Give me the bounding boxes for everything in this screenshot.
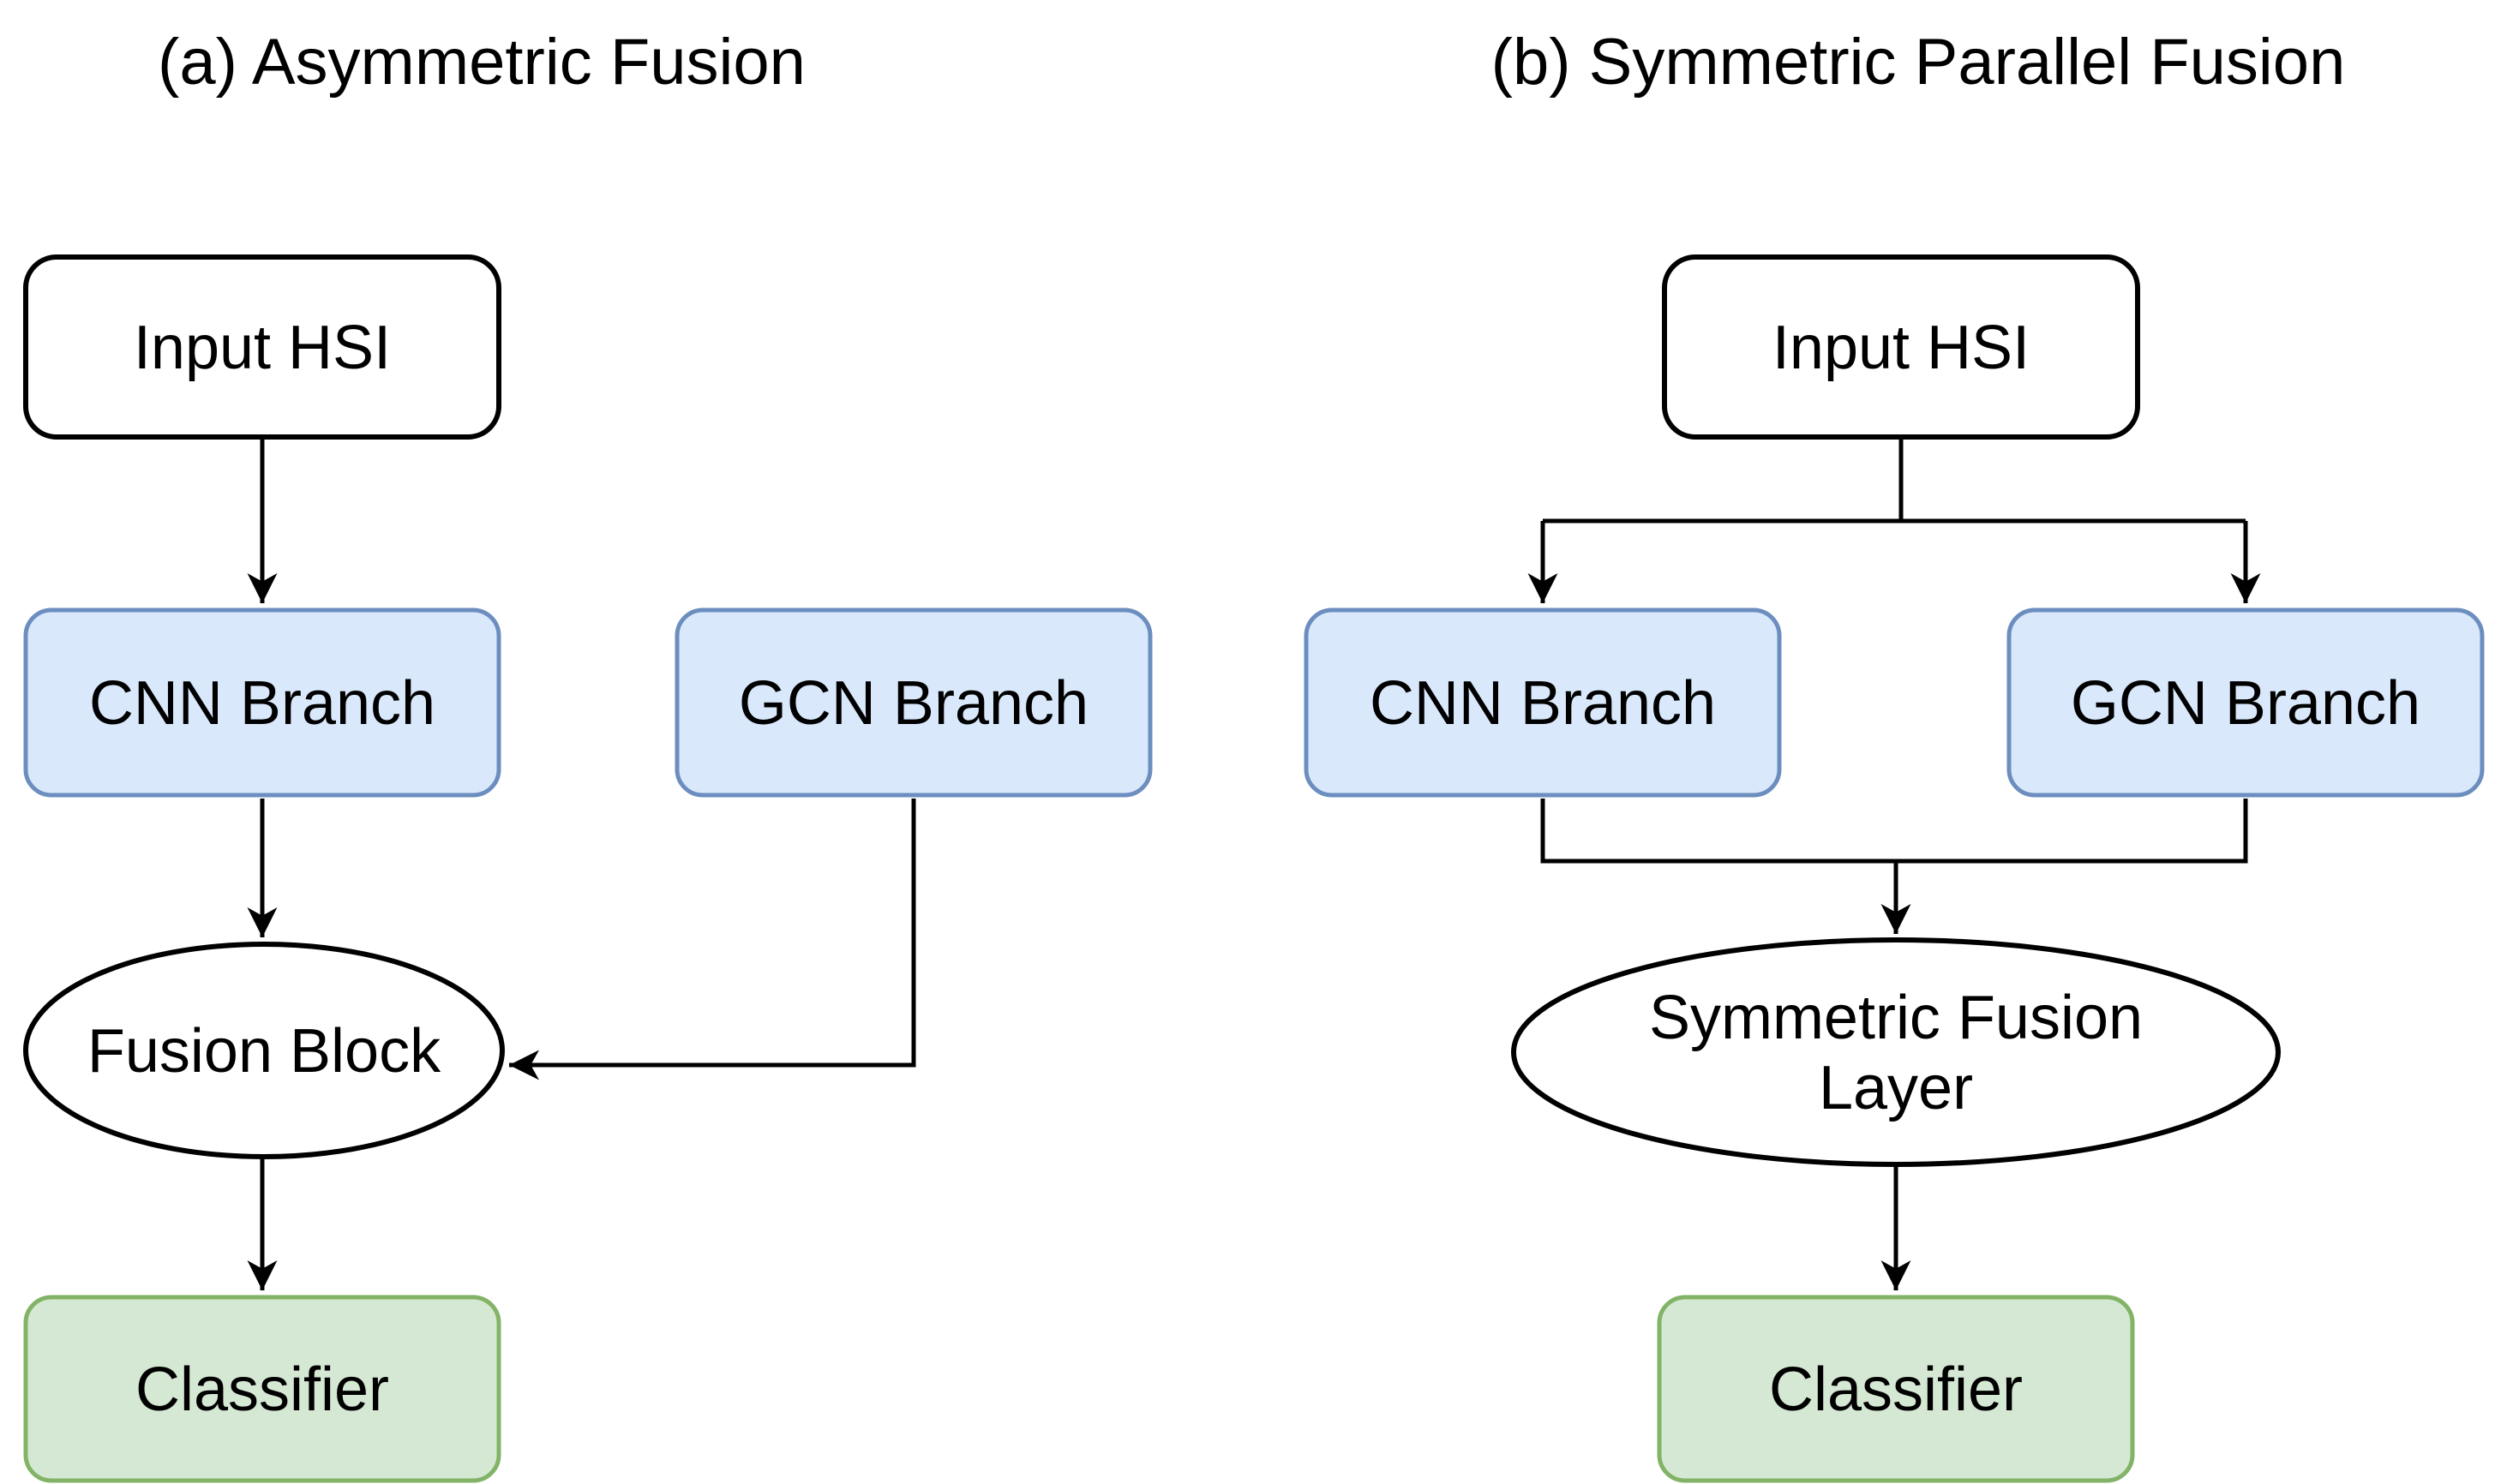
node-cnn-branch-a-label: CNN Branch [89,669,435,738]
node-classifier-b [1657,1295,2135,1483]
node-cnn-branch-b [1304,607,1782,798]
node-input-hsi-b [1662,254,2140,440]
node-symmetric-fusion-layer-label-line2: Layer [1819,1054,1973,1122]
node-gcn-branch-a [675,607,1153,798]
node-gcn-branch-b-label: GCN Branch [2071,669,2420,738]
node-cnn-branch-b-label: CNN Branch [1370,669,1716,738]
panel-symmetric-parallel-fusion: (b) Symmetric Parallel Fusion Input HSI … [1304,26,2485,1483]
node-input-hsi-a [23,254,501,440]
edge-b-input-split-bar [1543,439,2246,524]
node-input-hsi-b-label: Input HSI [1772,314,2030,382]
node-classifier-b-label: Classifier [1769,1355,2023,1424]
node-gcn-branch-b [2006,607,2485,798]
panel-b-title: (b) Symmetric Parallel Fusion [1491,26,2346,99]
node-fusion-block [23,942,505,1159]
node-symmetric-fusion-layer-label-line1: Symmetric Fusion [1649,984,2143,1052]
panel-asymmetric-fusion: (a) Asymmetric Fusion Input HSI CNN Bran… [23,26,1153,1483]
node-input-hsi-a-label: Input HSI [134,314,391,382]
panel-a-title: (a) Asymmetric Fusion [158,26,806,99]
node-classifier-a [23,1295,501,1483]
node-fusion-block-label: Fusion Block [87,1017,441,1086]
node-gcn-branch-a-label: GCN Branch [739,669,1089,738]
edge-a-gcn-to-fusion [509,799,916,1080]
node-symmetric-fusion-layer [1511,937,2281,1167]
node-cnn-branch-a [23,607,501,798]
node-classifier-a-label: Classifier [135,1355,389,1424]
